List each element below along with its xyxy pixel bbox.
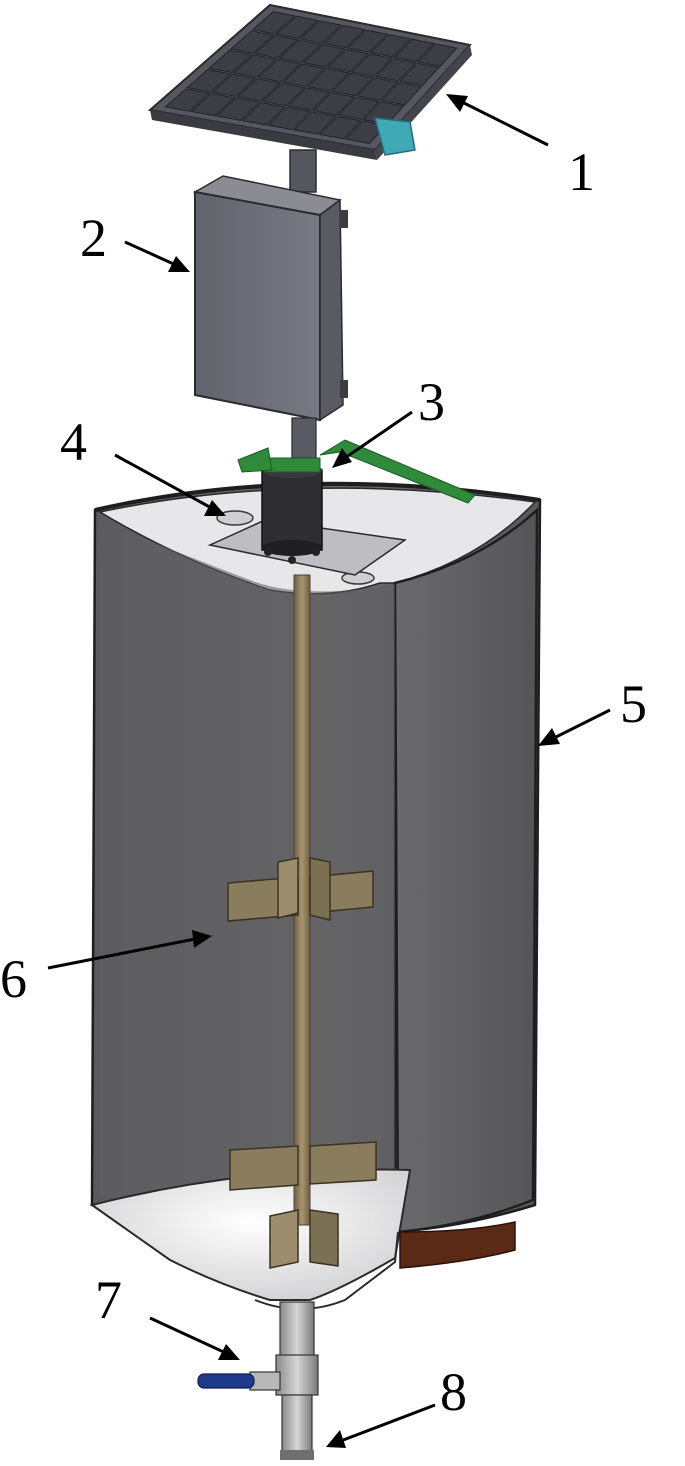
arrow-3 bbox=[341, 410, 413, 462]
panel-mast bbox=[289, 149, 317, 193]
arrowhead-5 bbox=[538, 728, 560, 746]
solar-cell bbox=[302, 44, 346, 68]
arrowhead-1 bbox=[446, 94, 468, 112]
motor-shaft-upper bbox=[291, 417, 317, 459]
valve-icon bbox=[197, 1371, 281, 1391]
callout-4: 4 bbox=[60, 412, 87, 472]
solar-cell bbox=[230, 30, 275, 54]
solar-cell bbox=[215, 97, 261, 121]
solar-cell bbox=[370, 34, 412, 58]
inlet-icon bbox=[216, 510, 375, 585]
solar-cell bbox=[346, 29, 389, 53]
solar-cell bbox=[319, 116, 362, 140]
solar-cell bbox=[267, 106, 312, 131]
solar-cell bbox=[211, 73, 257, 97]
callout-6: 6 bbox=[0, 949, 27, 1009]
callout-3: 3 bbox=[418, 372, 445, 432]
bracket-icon bbox=[373, 117, 416, 156]
solar-cells bbox=[164, 11, 458, 144]
solar-cell bbox=[282, 63, 326, 87]
solar-cell bbox=[417, 43, 458, 67]
tank-icon bbox=[89, 481, 542, 1310]
solar-cell bbox=[331, 72, 374, 97]
solar-cell bbox=[326, 48, 369, 73]
solar-cell bbox=[299, 20, 342, 44]
solar-cell bbox=[287, 87, 331, 111]
solar-cell bbox=[257, 58, 302, 83]
heater-strip bbox=[399, 1221, 516, 1269]
arrow-6 bbox=[47, 936, 201, 970]
solar-cell bbox=[241, 102, 286, 126]
arrow-7 bbox=[149, 1316, 229, 1356]
solar-cell bbox=[350, 53, 393, 77]
callout-7: 7 bbox=[95, 1270, 122, 1330]
outlet-pipe-icon bbox=[275, 1301, 319, 1460]
arrowhead-8 bbox=[326, 1430, 346, 1448]
solar-cell bbox=[262, 82, 306, 107]
solar-cell bbox=[232, 54, 278, 78]
motor-icon bbox=[207, 439, 476, 576]
solar-cell bbox=[356, 77, 399, 101]
arrowhead-6 bbox=[192, 930, 212, 948]
arrow-2 bbox=[124, 240, 179, 268]
solar-cell bbox=[275, 15, 319, 39]
arrowhead-3 bbox=[332, 448, 352, 468]
solar-cell bbox=[186, 69, 232, 93]
impeller-icon bbox=[227, 574, 377, 1269]
solar-cell bbox=[164, 88, 211, 112]
front-shell-panel bbox=[393, 507, 539, 1234]
callout-8: 8 bbox=[440, 1362, 467, 1422]
arrow-1 bbox=[457, 98, 549, 147]
solar-cell bbox=[278, 39, 322, 63]
callout-arrows bbox=[47, 94, 611, 1448]
solar-panel-icon bbox=[147, 3, 472, 193]
solar-cell bbox=[293, 111, 337, 135]
callout-2: 2 bbox=[80, 208, 107, 268]
arrowhead-4 bbox=[204, 500, 226, 516]
solar-cell bbox=[307, 68, 350, 92]
solar-cell bbox=[254, 35, 298, 59]
solar-cell bbox=[375, 58, 417, 82]
solar-cell bbox=[236, 78, 281, 102]
control-box-icon bbox=[192, 175, 348, 459]
arrow-5 bbox=[549, 708, 611, 742]
arrow-8 bbox=[337, 1403, 436, 1444]
arrowhead-2 bbox=[168, 256, 190, 272]
solar-cell bbox=[393, 38, 435, 62]
arrowhead-7 bbox=[218, 1344, 240, 1360]
tank-floor bbox=[89, 1168, 412, 1301]
solar-cell bbox=[399, 62, 440, 86]
solar-cell bbox=[337, 96, 380, 120]
solar-cell bbox=[381, 81, 423, 106]
callout-5: 5 bbox=[620, 674, 647, 734]
solar-cell bbox=[322, 24, 366, 49]
solar-cell bbox=[190, 93, 236, 117]
callout-1: 1 bbox=[568, 142, 595, 202]
solar-cell bbox=[252, 11, 296, 35]
arrow-4 bbox=[114, 453, 216, 512]
solar-cell bbox=[312, 92, 356, 116]
solar-cell bbox=[208, 49, 253, 73]
